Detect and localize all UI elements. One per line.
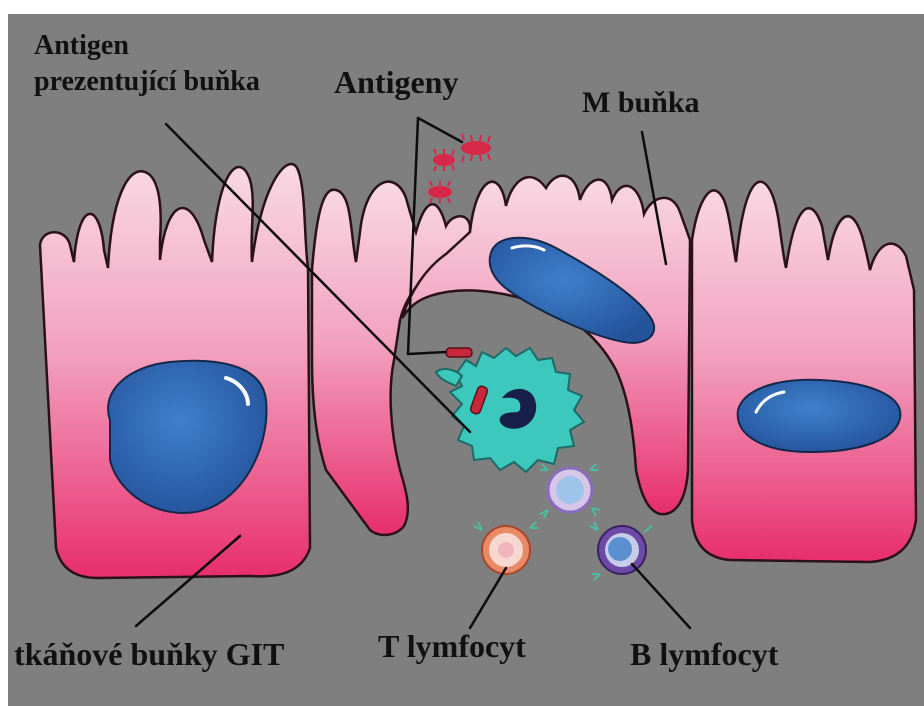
antigen-fragment [446,348,472,357]
label-tissue-cells: tkáňové buňky GIT [14,636,284,673]
label-apc-line2: prezentující buňka [34,66,260,98]
antigen-particle [429,187,451,197]
label-t-lymphocyte: T lymfocyt [378,628,526,665]
antigen-particle [462,142,490,154]
label-antigens: Antigeny [334,64,458,101]
label-b-lymphocyte: B lymfocyt [630,636,778,673]
antigen-particle [434,155,454,165]
label-apc-line1: Antigen [34,30,129,62]
nucleus-right [738,380,901,452]
label-m-cell: M buňka [582,86,700,120]
